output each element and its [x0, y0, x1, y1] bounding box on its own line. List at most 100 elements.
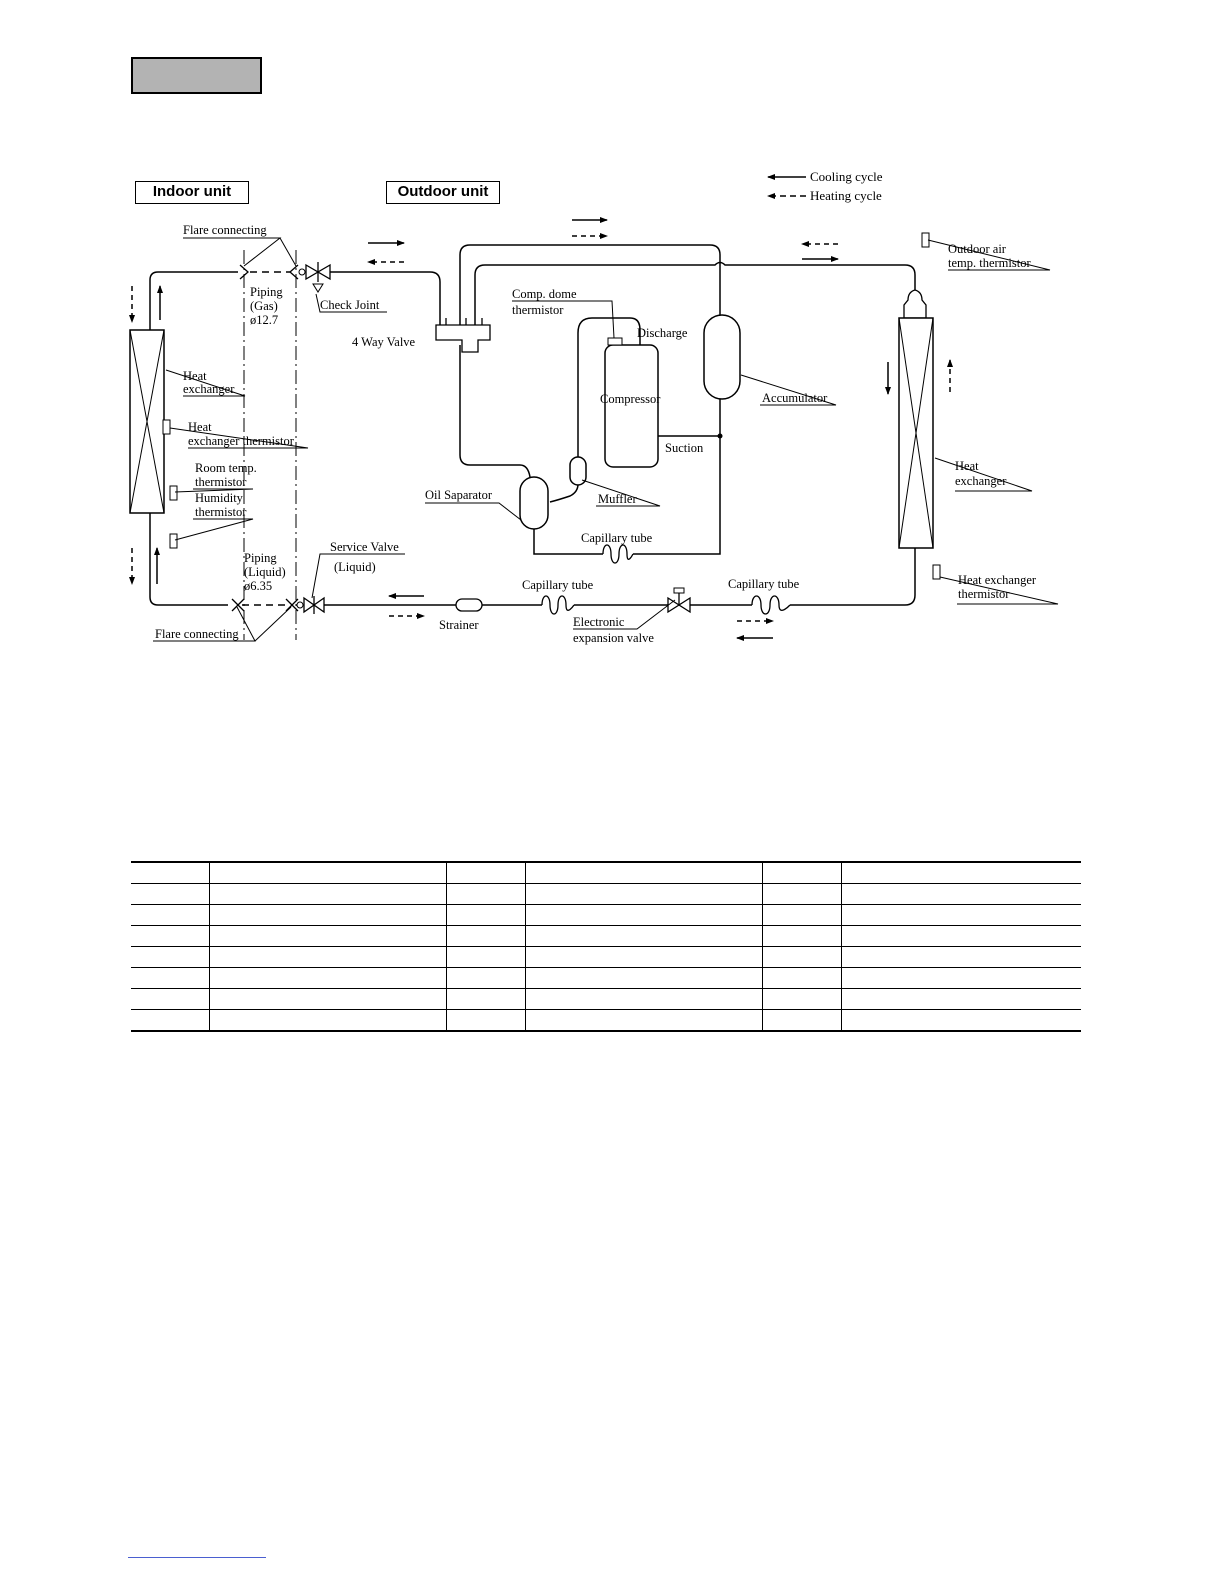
- humidity-label-1: Humidity: [195, 491, 244, 505]
- table-cell: [524, 904, 762, 926]
- room-temp-label-1: Room temp.: [195, 461, 257, 475]
- comp-dome-thermistor-sensor: [607, 337, 623, 346]
- outdoor-hx-thermistor-label-2: thermistor: [958, 587, 1010, 601]
- refrigerant-cycle-diagram: Cooling cycle Heating cycle: [129, 169, 1059, 645]
- table-row: [131, 967, 1081, 989]
- piping-gas-label-1: Piping: [250, 285, 283, 299]
- muffler: [569, 456, 587, 486]
- table-cell: [840, 925, 1081, 947]
- compressor: [604, 344, 659, 468]
- leader-lines: [153, 237, 1059, 642]
- suction-label: Suction: [665, 441, 704, 455]
- table-cell: [524, 861, 762, 884]
- indoor-hx-thermistor-label-1: Heat: [188, 420, 212, 434]
- indoor-hx-thermistor-label-2: exchanger thermistor: [188, 434, 295, 448]
- table-cell: [445, 883, 525, 905]
- indoor-hx-thermistor-sensor: [162, 419, 171, 435]
- outdoor-hx-thermistor-label-1: Heat exchanger: [958, 573, 1037, 587]
- flare-connecting-bottom-label: Flare connecting: [155, 627, 239, 641]
- room-temp-label-2: thermistor: [195, 475, 247, 489]
- indoor-hx-label-2: exchanger: [183, 382, 235, 396]
- indoor-hx-label-1: Heat: [183, 369, 207, 383]
- service-valve-label-1: Service Valve: [330, 540, 399, 554]
- table-cell: [761, 988, 841, 1010]
- outdoor-air-thermistor-sensor: [921, 232, 930, 248]
- capillary-tube-mid-label: Capillary tube: [581, 531, 653, 545]
- outdoor-unit-tag: Outdoor unit: [386, 181, 500, 204]
- table-cell: [840, 861, 1081, 884]
- outdoor-heat-exchanger: [898, 289, 934, 549]
- gas-service-valve: [298, 262, 331, 293]
- table-row: [131, 861, 1081, 884]
- four-way-valve-label: 4 Way Valve: [352, 335, 416, 349]
- table-cell: [445, 904, 525, 926]
- table-cell: [840, 904, 1081, 926]
- table-cell: [208, 967, 446, 989]
- table-cell: [131, 861, 209, 884]
- table-cell: [445, 988, 525, 1010]
- legend-cooling-label: Cooling cycle: [810, 169, 883, 184]
- capillary-tube-mid: [602, 544, 634, 564]
- comp-dome-label-2: thermistor: [512, 303, 564, 317]
- outdoor-air-label-1: Outdoor air: [948, 242, 1007, 256]
- table-cell: [131, 967, 209, 989]
- discharge-label: Discharge: [637, 326, 688, 340]
- accumulator-label: Accumulator: [762, 391, 828, 405]
- legend: Cooling cycle Heating cycle: [767, 169, 883, 203]
- flare-connecting-top-label: Flare connecting: [183, 223, 267, 237]
- indoor-heat-exchanger: [129, 329, 165, 514]
- table-cell: [524, 967, 762, 989]
- table-cell: [131, 988, 209, 1010]
- piping-liquid-label-2: (Liquid): [244, 565, 286, 579]
- service-valve-label-2: (Liquid): [334, 560, 376, 574]
- table-cell: [524, 925, 762, 947]
- humidity-label-2: thermistor: [195, 505, 247, 519]
- table-cell: [840, 988, 1081, 1010]
- table-cell: [524, 988, 762, 1010]
- table-cell: [524, 1009, 762, 1032]
- electronic-expansion-valve: [667, 587, 691, 614]
- table-cell: [208, 883, 446, 905]
- piping-liquid-label-3: ø6.35: [244, 579, 272, 593]
- table-cell: [761, 946, 841, 968]
- table-cell: [840, 883, 1081, 905]
- capillary-tube-right: [751, 595, 791, 615]
- table-cell: [840, 1009, 1081, 1032]
- table-cell: [840, 946, 1081, 968]
- table-row: [131, 904, 1081, 926]
- legend-heating-label: Heating cycle: [810, 188, 882, 203]
- muffler-label: Muffler: [598, 492, 637, 506]
- table-cell: [445, 1009, 525, 1032]
- table-cell: [208, 861, 446, 884]
- table-row: [131, 946, 1081, 968]
- spec-table: [131, 861, 1081, 1032]
- section-header-box: [131, 57, 262, 94]
- comp-dome-label-1: Comp. dome: [512, 287, 577, 301]
- table-cell: [761, 904, 841, 926]
- table-cell: [524, 946, 762, 968]
- table-cell: [208, 946, 446, 968]
- footer-rule: [128, 1557, 266, 1558]
- table-cell: [445, 925, 525, 947]
- room-temp-thermistor-sensor: [169, 485, 178, 501]
- table-cell: [131, 883, 209, 905]
- table-cell: [445, 967, 525, 989]
- table-cell: [761, 883, 841, 905]
- table-cell: [761, 1009, 841, 1032]
- table-cell: [524, 883, 762, 905]
- table-cell: [445, 946, 525, 968]
- strainer-label: Strainer: [439, 618, 479, 632]
- compressor-label: Compressor: [600, 392, 661, 406]
- capillary-tube-right-label: Capillary tube: [728, 577, 800, 591]
- piping-liquid-label-1: Piping: [244, 551, 277, 565]
- table-cell: [131, 1009, 209, 1032]
- humidity-thermistor-sensor: [169, 533, 178, 549]
- indoor-piping: [149, 250, 297, 640]
- table-cell: [131, 904, 209, 926]
- table-cell: [208, 988, 446, 1010]
- table-cell: [131, 925, 209, 947]
- table-row: [131, 988, 1081, 1010]
- table-cell: [761, 967, 841, 989]
- table-cell: [445, 861, 525, 884]
- oil-separator: [519, 476, 549, 530]
